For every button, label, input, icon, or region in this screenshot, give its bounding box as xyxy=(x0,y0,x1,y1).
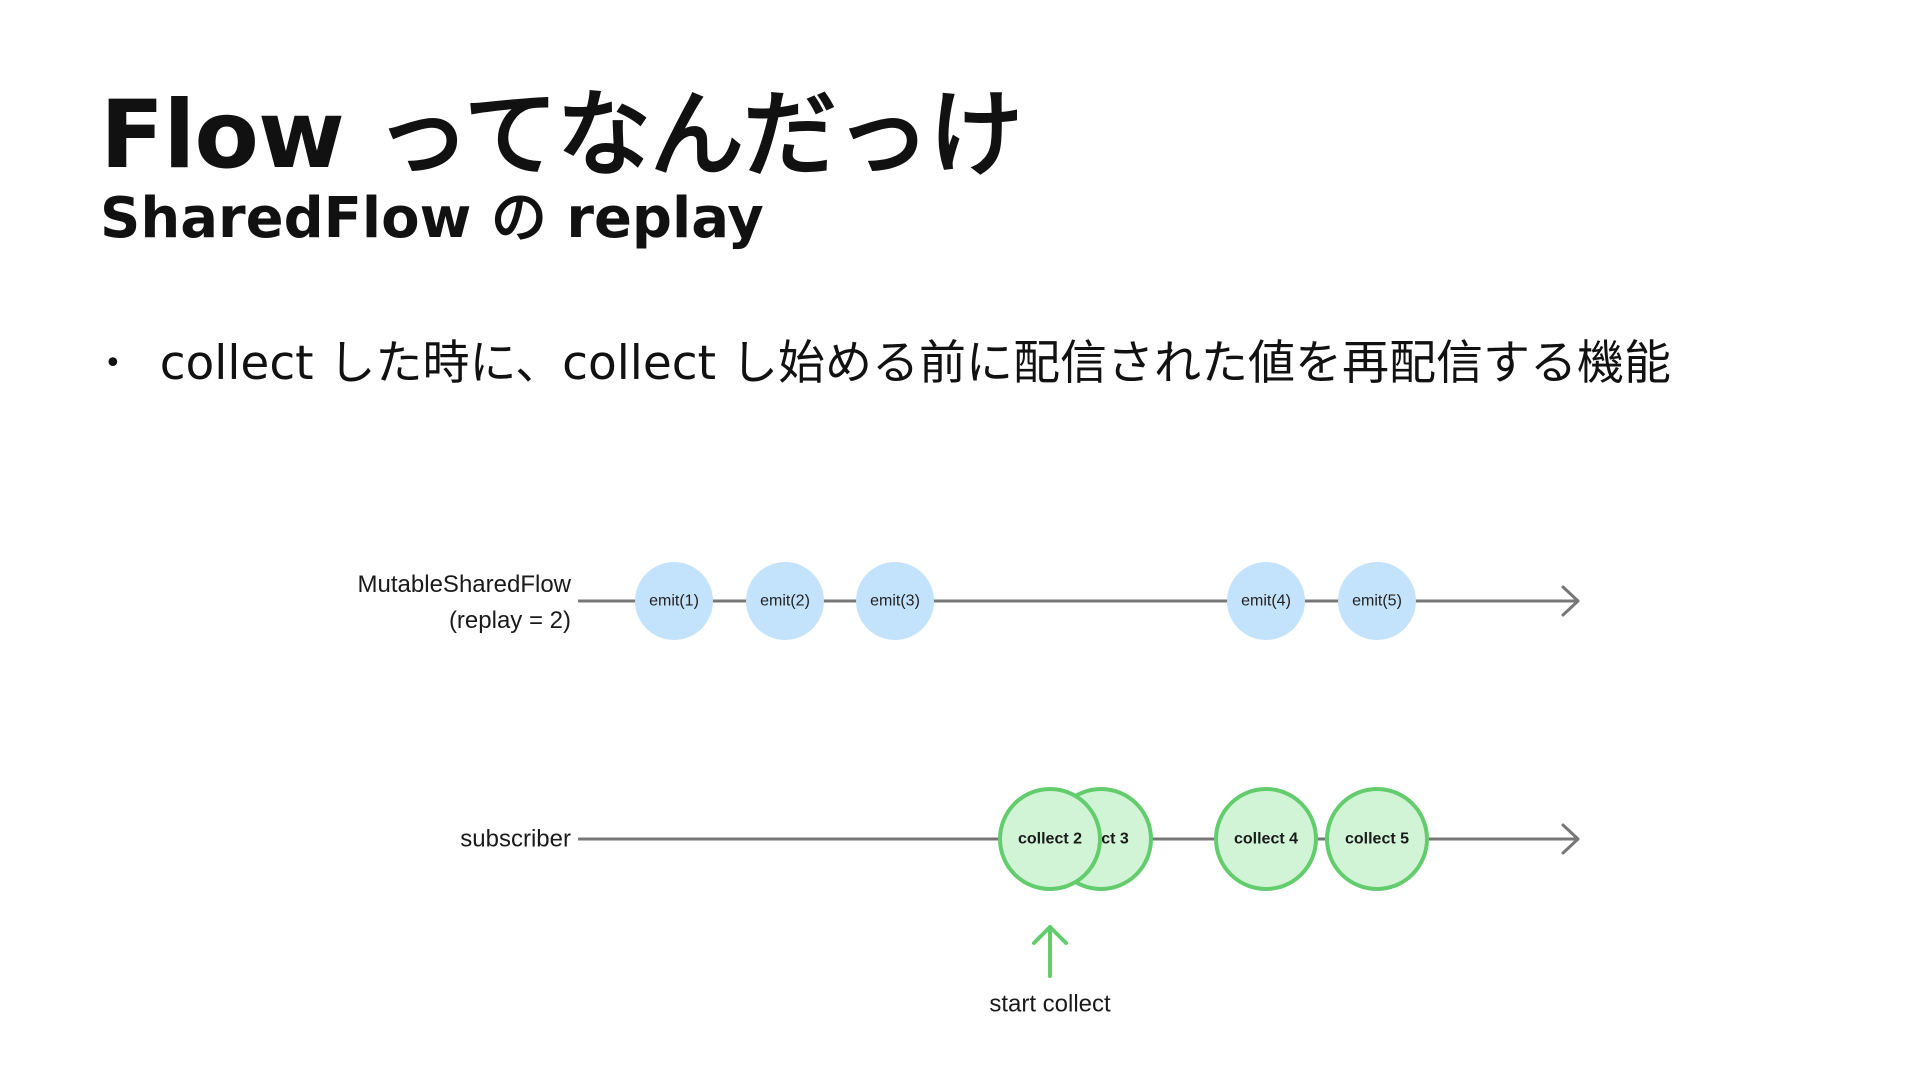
collect-circle xyxy=(998,787,1102,891)
emit-label: emit(3) xyxy=(870,593,920,610)
emit-node-2: emit(2) xyxy=(746,562,824,640)
up-arrow-icon xyxy=(1032,925,1068,978)
collect-label: collect 4 xyxy=(1234,831,1298,848)
slide-title: Flow ってなんだっけ xyxy=(100,81,1023,190)
emit-circle xyxy=(746,562,824,640)
collect-node-2: collect 2 xyxy=(998,787,1102,891)
subscriber-timeline: subscriber ct 3 collect 2 collect 4 coll… xyxy=(460,787,1580,891)
emit-circle xyxy=(1227,562,1305,640)
bullet-item: • collect した時に、collect し始める前に配信された値を再配信す… xyxy=(104,336,1671,392)
bullet-marker: • xyxy=(104,346,122,382)
start-collect-label: start collect xyxy=(989,991,1111,1018)
subscriber-label: subscriber xyxy=(460,826,571,853)
subscriber-arrowhead xyxy=(1561,823,1580,855)
slide-subtitle: SharedFlow の replay xyxy=(100,186,764,251)
collect-label: collect 5 xyxy=(1345,831,1409,848)
bullet-text: collect した時に、collect し始める前に配信された値を再配信する機… xyxy=(159,336,1671,391)
emit-label: emit(5) xyxy=(1352,593,1402,610)
upstream-label-line2: (replay = 2) xyxy=(449,607,571,634)
upstream-arrowhead xyxy=(1561,585,1580,617)
upstream-timeline: MutableSharedFlow (replay = 2) emit(1) e… xyxy=(358,562,1580,640)
collect-node-5: collect 5 xyxy=(1325,787,1429,891)
emit-label: emit(1) xyxy=(649,593,699,610)
emit-circle xyxy=(856,562,934,640)
collect-circle xyxy=(1214,787,1318,891)
emit-node-4: emit(4) xyxy=(1227,562,1305,640)
emit-label: emit(4) xyxy=(1241,593,1291,610)
emit-node-1: emit(1) xyxy=(635,562,713,640)
collect-circle xyxy=(1325,787,1429,891)
emit-label: emit(2) xyxy=(760,593,810,610)
collect-label-partial: ct 3 xyxy=(1101,831,1129,848)
upstream-label-line1: MutableSharedFlow xyxy=(358,571,572,598)
collect-node-4: collect 4 xyxy=(1214,787,1318,891)
collect-label: collect 2 xyxy=(1018,831,1082,848)
emit-circle xyxy=(635,562,713,640)
start-collect-marker: start collect xyxy=(989,925,1111,1018)
emit-node-3: emit(3) xyxy=(856,562,934,640)
emit-circle xyxy=(1338,562,1416,640)
emit-node-5: emit(5) xyxy=(1338,562,1416,640)
